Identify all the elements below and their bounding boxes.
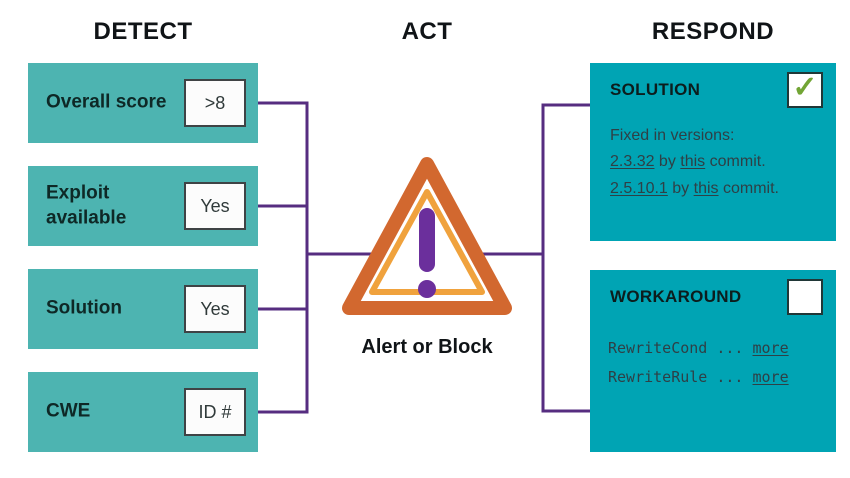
solution-card-title: SOLUTION	[610, 80, 701, 99]
checkmark-icon: ✓	[792, 71, 818, 104]
more-link[interactable]: more	[752, 339, 789, 357]
fix-line-text: commit.	[718, 179, 779, 197]
solution-checkbox[interactable]: ✓	[787, 72, 823, 108]
value-chip: Yes	[184, 285, 246, 333]
act-heading: ACT	[401, 18, 453, 45]
detect-box-label: Exploit available	[46, 182, 127, 228]
detect-box-label: Overall score	[46, 91, 167, 113]
detect-box-overall-score: Overall score >8	[28, 63, 258, 143]
fix-line-text: by	[654, 153, 681, 171]
code-line: RewriteCond ... more	[608, 334, 826, 363]
act-caption: Alert or Block	[361, 336, 493, 358]
version-link[interactable]: 2.3.32	[610, 153, 655, 171]
commit-link[interactable]: this	[680, 153, 706, 171]
solution-intro: Fixed in versions:	[610, 127, 735, 144]
commit-link[interactable]: this	[693, 179, 719, 197]
detect-heading: DETECT	[93, 18, 193, 45]
code-line: RewriteRule ... more	[608, 363, 826, 392]
code-text: RewriteRule ...	[608, 367, 753, 386]
detect-box-exploit-available: Exploit available Yes	[28, 166, 258, 246]
value-chip: ID #	[184, 388, 246, 436]
workaround-checkbox[interactable]	[787, 279, 823, 315]
detect-box-cwe: CWE ID #	[28, 372, 258, 452]
detect-box-label: CWE	[46, 400, 91, 422]
value-chip: Yes	[184, 182, 246, 230]
more-link[interactable]: more	[752, 367, 789, 386]
workaround-card: WORKAROUND RewriteCond ... more RewriteR…	[590, 270, 836, 452]
fix-line: 2.3.32 by this commit.	[610, 149, 824, 175]
detect-box-label: Solution	[46, 297, 122, 319]
version-link[interactable]: 2.5.10.1	[610, 179, 668, 197]
fix-line-text: commit.	[705, 153, 766, 171]
solution-card: SOLUTION ✓ Fixed in versions: 2.3.32 by …	[590, 63, 836, 241]
warning-triangle-icon	[338, 150, 516, 328]
workaround-card-body: RewriteCond ... more RewriteRule ... mor…	[608, 334, 826, 391]
fix-line: 2.5.10.1 by this commit.	[610, 176, 824, 202]
fix-line-text: by	[667, 179, 694, 197]
value-chip: >8	[184, 79, 246, 127]
detect-box-solution: Solution Yes	[28, 269, 258, 349]
solution-card-body: Fixed in versions: 2.3.32 by this commit…	[610, 123, 824, 202]
respond-heading: RESPOND	[651, 18, 775, 45]
code-text: RewriteCond ...	[608, 339, 753, 357]
workaround-card-title: WORKAROUND	[610, 287, 742, 306]
connector-right-bus	[541, 103, 592, 413]
